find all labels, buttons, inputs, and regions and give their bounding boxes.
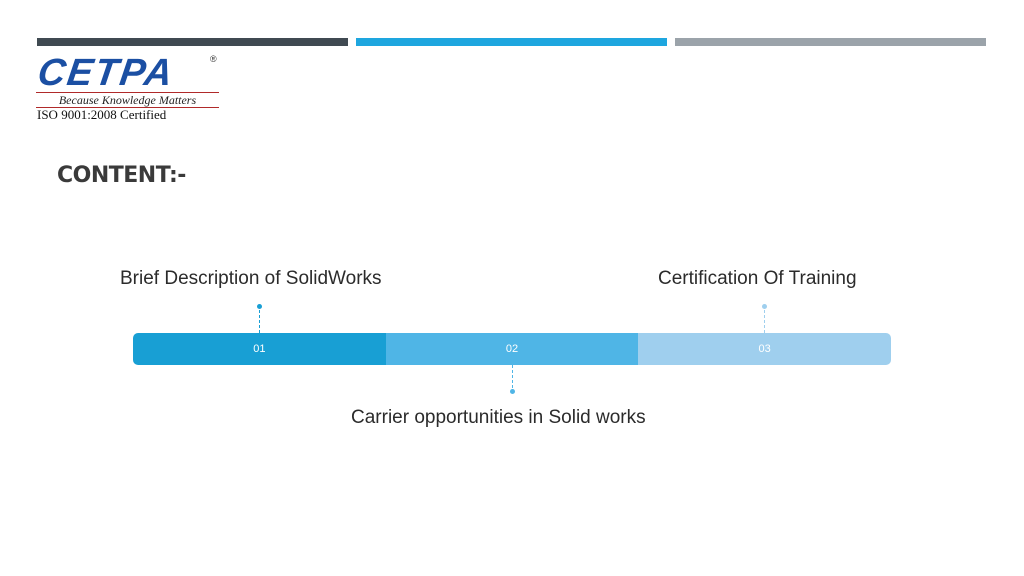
header-bar-dark <box>37 38 348 46</box>
timeline-label-02: Carrier opportunities in Solid works <box>351 407 646 428</box>
timeline-label-01: Brief Description of SolidWorks <box>120 268 382 289</box>
header-bar-blue <box>356 38 667 46</box>
timeline-marker-dot-02 <box>510 389 515 394</box>
slide-title: CONTENT:- <box>57 163 186 188</box>
timeline-marker-dot-03 <box>762 304 767 309</box>
registered-mark-icon: ® <box>210 54 217 64</box>
timeline-connector-03 <box>764 310 765 333</box>
timeline-bar: 01 02 03 <box>133 333 891 365</box>
timeline-connector-02 <box>512 365 513 388</box>
logo-wordmark: CETPA <box>35 52 177 94</box>
timeline-segment-02: 02 <box>385 333 639 365</box>
cetpa-logo: CETPA ® Because Knowledge Matters ISO 90… <box>34 52 224 124</box>
timeline-connector-01 <box>259 310 260 333</box>
timeline-label-03: Certification Of Training <box>658 268 857 289</box>
logo-certification: ISO 9001:2008 Certified <box>37 107 167 122</box>
header-bar-gray <box>675 38 986 46</box>
logo-tagline: Because Knowledge Matters <box>36 92 219 108</box>
timeline-segment-01: 01 <box>133 333 386 365</box>
timeline-segment-03: 03 <box>638 333 891 365</box>
timeline-marker-dot-01 <box>257 304 262 309</box>
